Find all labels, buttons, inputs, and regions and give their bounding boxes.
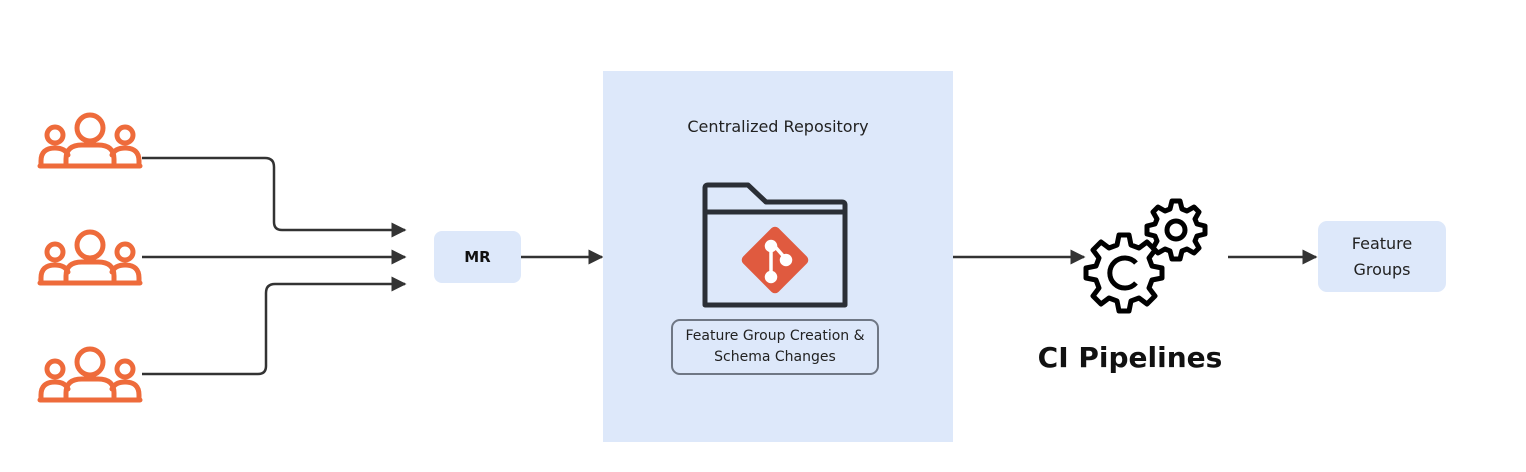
feature-groups-box (1318, 221, 1446, 292)
folder-icon (702, 182, 848, 308)
arrow-team3-to-mr (142, 276, 407, 376)
merge-request-box (434, 231, 521, 283)
ci-pipelines-label: CI Pipelines (1037, 340, 1223, 374)
git-branch-icon (764, 239, 793, 284)
merge-request-label: MR (464, 248, 491, 266)
git-logo-icon (741, 226, 809, 294)
team-icon-3 (40, 349, 140, 400)
feature-groups-label: Feature Groups (1351, 233, 1413, 279)
arrow-team1-to-mr (142, 156, 407, 238)
schema-change-box (671, 319, 879, 375)
gears-icon (1083, 198, 1208, 314)
team-icon-2 (40, 232, 140, 283)
team-icon-1 (40, 115, 140, 166)
repository-title: Centralized Repository (687, 116, 869, 136)
schema-change-label: Feature Group Creation & Schema Changes (685, 328, 865, 365)
